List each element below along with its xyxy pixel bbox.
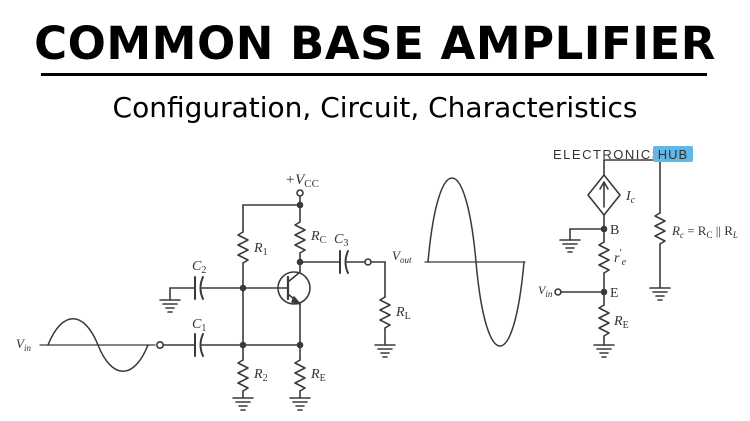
page-subtitle: Configuration, Circuit, Characteristics bbox=[112, 91, 638, 124]
node-vcc bbox=[296, 201, 304, 209]
c2-plate-b bbox=[199, 276, 204, 300]
transistor-body bbox=[277, 271, 311, 305]
label-c1: C1 bbox=[192, 317, 206, 334]
r2-resistor bbox=[237, 359, 249, 392]
label-node-e: E bbox=[610, 286, 619, 301]
label-r1: R1 bbox=[253, 241, 268, 258]
vout-terminal bbox=[364, 258, 372, 266]
label-r2: R2 bbox=[253, 367, 268, 384]
transistor-collector bbox=[287, 271, 301, 283]
re-equivalent-resistor bbox=[598, 304, 610, 337]
ground-c2 bbox=[159, 299, 181, 313]
label-node-b: B bbox=[610, 223, 619, 238]
label-rl: RL bbox=[395, 305, 411, 322]
rc-resistor bbox=[294, 221, 306, 254]
label-rc: RC bbox=[310, 229, 327, 246]
label-vcc: +VCC bbox=[285, 172, 319, 190]
vcc-terminal bbox=[296, 189, 304, 197]
ground-re bbox=[289, 397, 311, 411]
label-vout: Vout bbox=[392, 248, 412, 265]
input-sine-wave bbox=[47, 318, 149, 372]
label-vin: Vin bbox=[16, 336, 31, 353]
re-resistor bbox=[294, 359, 306, 392]
page-title: COMMON BASE AMPLIFIER bbox=[34, 17, 716, 70]
emitter-arrow bbox=[291, 296, 301, 305]
label-ic: Ic bbox=[625, 189, 636, 206]
electronicshub-watermark: ELECTRONICS HUB bbox=[553, 146, 693, 162]
label-re: RE bbox=[310, 367, 326, 384]
label-c2: C2 bbox=[192, 259, 206, 276]
label-re-small: r′e bbox=[614, 248, 627, 268]
ground-re-equivalent bbox=[593, 344, 615, 358]
output-sine-wave bbox=[427, 177, 525, 347]
watermark-brand: ELECTRONICS bbox=[553, 147, 662, 162]
ground-rl bbox=[374, 344, 396, 358]
ground-r2 bbox=[232, 397, 254, 411]
current-arrow-head bbox=[599, 181, 609, 190]
node-emitter bbox=[296, 341, 304, 349]
title-underline bbox=[41, 73, 707, 76]
ground-rc-equivalent bbox=[649, 287, 671, 301]
label-vin-equivalent: Vin bbox=[538, 283, 553, 299]
node-c1-line bbox=[239, 341, 247, 349]
label-rc-formula: Rc = RC || RL bbox=[671, 223, 738, 240]
watermark-badge-bg bbox=[653, 146, 693, 162]
label-c3: C3 bbox=[334, 232, 348, 249]
c1-plate-b bbox=[199, 333, 204, 357]
re-small-resistor bbox=[598, 241, 610, 274]
label-re-equivalent: RE bbox=[613, 314, 629, 331]
rc-equivalent-resistor bbox=[654, 212, 666, 245]
r1-resistor bbox=[237, 231, 249, 264]
c3-plate-b bbox=[344, 250, 349, 274]
ground-b bbox=[559, 239, 581, 253]
vin-equivalent-terminal bbox=[554, 288, 562, 296]
watermark-badge: HUB bbox=[658, 147, 688, 162]
rl-resistor bbox=[379, 296, 391, 329]
